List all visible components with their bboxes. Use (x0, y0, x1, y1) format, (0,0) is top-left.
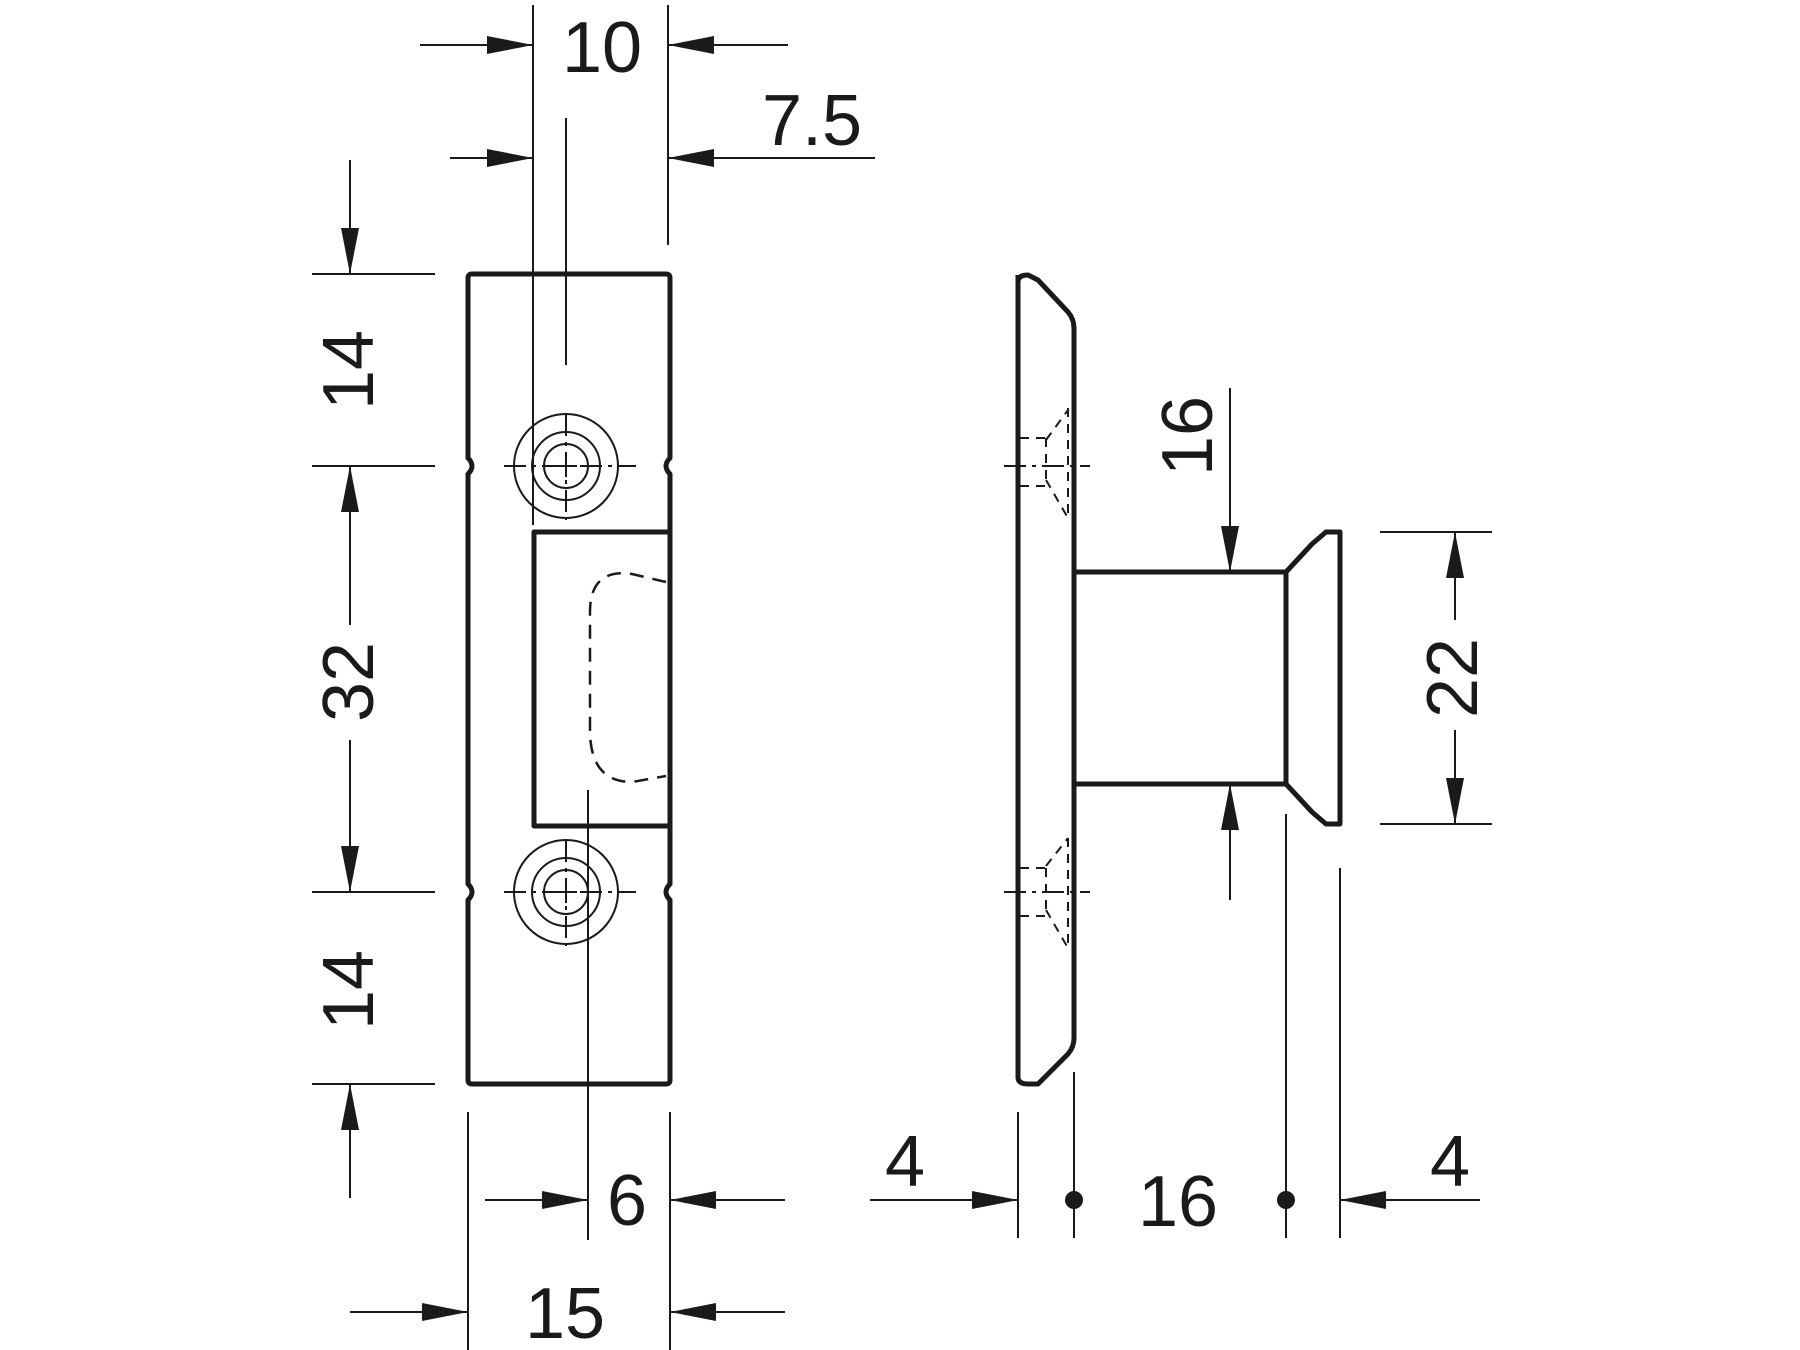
striking-plate-outline (465, 271, 673, 1087)
dim-upper-length: 14 (309, 330, 389, 410)
dim-hole-offset: 7.5 (762, 81, 862, 161)
side-view (1004, 272, 1343, 1087)
dimension-dot-left (1065, 1191, 1083, 1209)
dim-top-width: 10 (562, 8, 642, 88)
dim-hole-spacing: 32 (309, 642, 389, 722)
dim-plate-width: 15 (525, 1274, 605, 1350)
front-view (465, 271, 673, 1087)
hidden-countersink-upper (1004, 408, 1090, 519)
dim-plate-thickness: 4 (885, 1122, 925, 1202)
base-plate-profile (1015, 272, 1077, 1087)
dim-stem-height: 16 (1148, 396, 1228, 476)
stem-outline (1074, 569, 1286, 787)
dim-slot-offset: 6 (607, 1161, 647, 1241)
side-dimension-lines (870, 388, 1492, 1238)
hidden-slot (588, 572, 667, 784)
head-outline (1283, 529, 1343, 827)
upper-screw-hole (504, 413, 636, 520)
dim-head-thickness: 4 (1430, 1122, 1470, 1202)
hidden-countersink-lower (1004, 837, 1090, 949)
dim-lower-length: 14 (309, 950, 389, 1030)
recess-outline (531, 529, 670, 829)
dimension-dot-right (1277, 1191, 1295, 1209)
dim-head-diameter: 22 (1413, 638, 1493, 718)
dim-projection: 16 (1138, 1162, 1218, 1242)
front-dimension-lines (312, 5, 875, 1350)
lower-screw-hole (504, 839, 636, 946)
